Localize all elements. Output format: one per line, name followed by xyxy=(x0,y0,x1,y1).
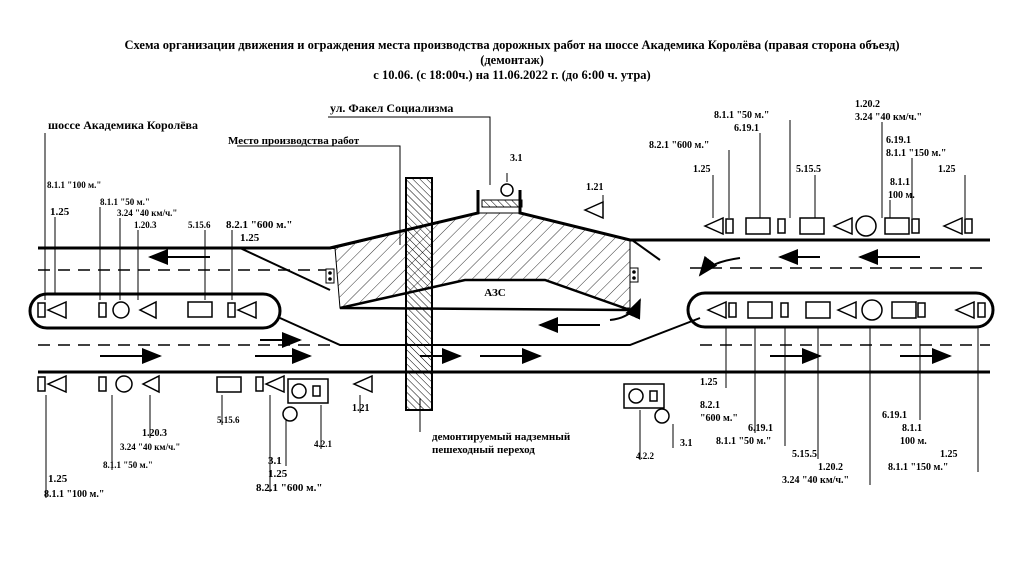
crossing-label-2: пешеходный переход xyxy=(432,444,535,456)
scheme-period: с 10.06. (с 18:00ч.) на 11.06.2022 г. (д… xyxy=(373,68,651,82)
no-entry-sign-top xyxy=(481,173,523,208)
sign-set-right-median xyxy=(706,299,986,321)
scheme-subtitle: (демонтаж) xyxy=(480,53,544,67)
traffic-light-right xyxy=(629,267,639,283)
pedestrian-crossing xyxy=(405,177,433,411)
label: 1.21 xyxy=(352,403,370,414)
crossing-label-1: демонтируемый надземный xyxy=(432,431,571,443)
label: 8.1.1 "50 м." xyxy=(103,460,153,470)
traffic-light-left xyxy=(325,268,335,284)
label: 1.25 xyxy=(938,164,956,175)
sign-set-left-bottom xyxy=(37,374,373,422)
warning-sign-1-21-top xyxy=(583,195,604,220)
scheme-title: Схема организации движения и ограждения … xyxy=(124,38,900,52)
label: 8.2.1 "600 м." xyxy=(256,482,322,494)
label: 1.25 xyxy=(693,164,711,175)
main-road-label: шоссе Академика Королёва xyxy=(48,118,198,132)
sign-set-left-median xyxy=(37,300,257,320)
label: 1.25 xyxy=(268,468,288,480)
detour-lines xyxy=(239,239,701,346)
label: 5.15.5 xyxy=(796,164,821,175)
label: 1.21 xyxy=(586,182,604,193)
cross-street-label: ул. Факел Социализма xyxy=(330,101,453,115)
label: 100 м. xyxy=(900,436,927,447)
label: 1.20.3 xyxy=(134,220,157,230)
label-leaders xyxy=(44,120,979,498)
label: 3.1 xyxy=(510,153,523,164)
label: 8.2.1 "600 м." xyxy=(649,140,709,151)
label: 8.2.1 "600 м." xyxy=(226,219,292,231)
label: 8.1.1 "50 м." xyxy=(714,110,769,121)
label: 8.1.1 "100 м." xyxy=(44,489,104,500)
sign-labels-left-top: 8.1.1 "100 м." 1.25 8.1.1 "50 м." 3.24 "… xyxy=(47,153,604,244)
label: 6.19.1 xyxy=(748,423,773,434)
label: 1.25 xyxy=(700,377,718,388)
label: 1.25 xyxy=(940,449,958,460)
label: 8.2.1 xyxy=(700,400,720,411)
label: 8.1.1 xyxy=(890,177,910,188)
label: 5.15.6 xyxy=(188,220,211,230)
label: 4.2.1 xyxy=(314,439,333,449)
sign-labels-bottom-right: 1.25 8.2.1 "600 м." 6.19.1 8.1.1 "50 м."… xyxy=(700,377,958,486)
label: 3.24 "40 км/ч." xyxy=(120,442,180,452)
label: 100 м. xyxy=(888,190,915,201)
label: 3.1 xyxy=(268,455,282,467)
sign-labels-right-top: 8.1.1 "50 м." 6.19.1 8.2.1 "600 м." 1.25… xyxy=(649,99,956,201)
label: 1.20.2 xyxy=(818,462,843,473)
label: 3.24 "40 км/ч." xyxy=(855,112,922,123)
lane-markings xyxy=(38,267,990,346)
label: 8.1.1 "150 м." xyxy=(888,462,948,473)
label: 1.25 xyxy=(240,232,260,244)
label: 8.1.1 "100 м." xyxy=(47,180,101,190)
label: 8.1.1 xyxy=(902,423,922,434)
label: 1.20.2 xyxy=(855,99,880,110)
label: 1.20.3 xyxy=(142,428,167,439)
label: 8.1.1 "50 м." xyxy=(100,197,150,207)
label: 5.15.5 xyxy=(792,449,817,460)
work-site-label: Место производства работ xyxy=(228,135,360,147)
label: 3.24 "40 км/ч." xyxy=(117,208,177,218)
label: 6.19.1 xyxy=(882,410,907,421)
label: 6.19.1 xyxy=(886,135,911,146)
gas-station-label: АЗС xyxy=(484,287,505,299)
sign-labels-bottom-left: 1.20.3 3.24 "40 км/ч." 8.1.1 "50 м." 1.2… xyxy=(44,403,693,500)
sign-set-right-top xyxy=(703,215,973,237)
label: 3.24 "40 км/ч." xyxy=(782,475,849,486)
label: 5.15.6 xyxy=(217,415,240,425)
label: 1.25 xyxy=(50,206,70,218)
label: 1.25 xyxy=(48,473,68,485)
label: 3.1 xyxy=(680,438,693,449)
traffic-arrows xyxy=(100,249,952,364)
median-left xyxy=(28,292,282,330)
label: 6.19.1 xyxy=(734,123,759,134)
sign-set-center-bottom xyxy=(623,383,670,424)
median-right xyxy=(686,291,995,329)
label: 8.1.1 "50 м." xyxy=(716,436,771,447)
label: 8.1.1 "150 м." xyxy=(886,148,946,159)
label: "600 м." xyxy=(700,413,738,424)
label: 4.2.2 xyxy=(636,451,655,461)
